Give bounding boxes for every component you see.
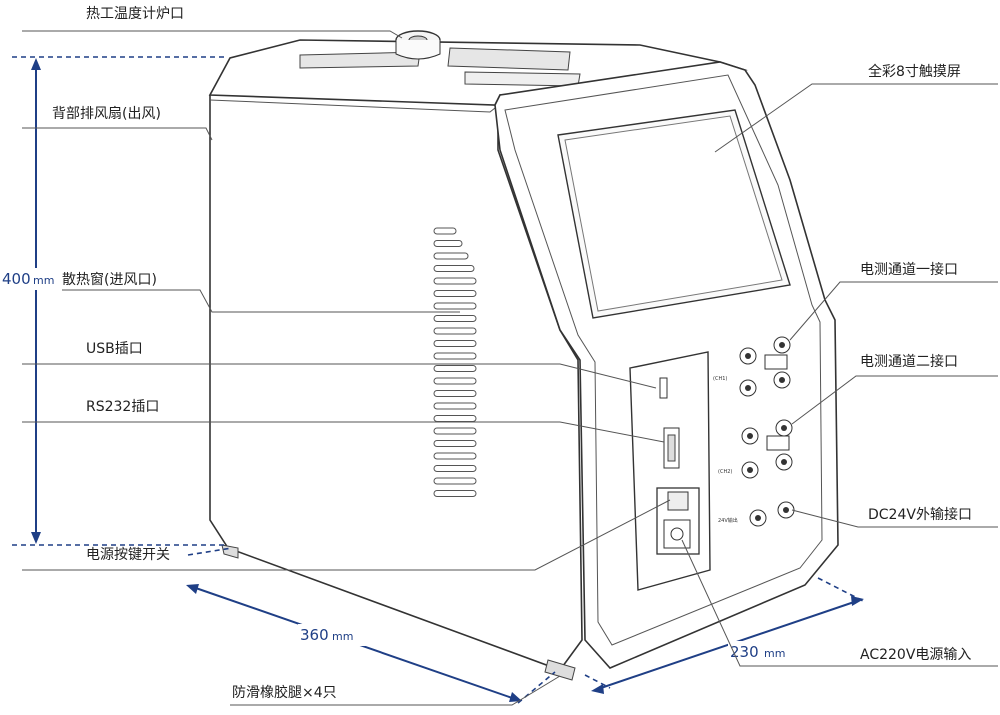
vent-slot	[433, 377, 477, 385]
thermal-port	[395, 30, 441, 60]
width-dimension-unit: mm	[764, 647, 785, 660]
usb-port	[659, 377, 668, 399]
panel-label-dc: 24V输出	[718, 517, 738, 524]
vent-slot	[433, 240, 463, 247]
callout-ac220v: AC220V电源输入	[681, 539, 998, 667]
vent-slot	[433, 427, 477, 435]
callout-thermal-port: 热工温度计炉口	[22, 6, 403, 39]
device-body: (CH1) (CH2) 24V输出	[208, 30, 839, 681]
channel1-jacks	[739, 336, 791, 397]
vent-slot	[433, 415, 477, 422]
vent-slot	[433, 390, 477, 397]
height-dimension-unit: mm	[33, 274, 54, 287]
dimension-width: 230 mm	[584, 577, 866, 694]
callout-rs232: RS232插口	[22, 399, 665, 443]
dc24v-jacks	[749, 501, 795, 527]
callout-dc24v: DC24V外输接口	[791, 506, 998, 528]
dimension-height: 400 mm	[0, 56, 225, 546]
touch-screen	[557, 109, 791, 319]
vent-slot	[433, 477, 477, 485]
callout-rear-fan: 背部排风扇(出风)	[22, 106, 213, 141]
vent-slot	[433, 465, 477, 472]
vent-slot	[433, 327, 477, 335]
label-ac220v: AC220V电源输入	[860, 647, 971, 663]
length-dimension-unit: mm	[332, 630, 353, 643]
vent-slot	[433, 277, 477, 285]
power-module	[656, 487, 700, 555]
label-power-switch: 电源按键开关	[86, 547, 170, 563]
callout-usb: USB插口	[22, 341, 657, 389]
callout-rubber-feet: 防滑橡胶腿×4只	[230, 675, 561, 706]
label-channel2: 电测通道二接口	[860, 353, 958, 370]
label-channel1: 电测通道一接口	[860, 261, 958, 278]
foot-front	[544, 659, 576, 681]
label-rear-fan: 背部排风扇(出风)	[52, 106, 161, 122]
height-dimension-value: 400	[2, 270, 31, 288]
label-thermal-port: 热工温度计炉口	[86, 6, 184, 22]
vent-slot	[433, 340, 477, 347]
callout-channel1: 电测通道一接口	[789, 261, 998, 341]
panel-label-ch1: (CH1)	[713, 376, 727, 382]
panel-label-ch2: (CH2)	[718, 469, 732, 475]
rs232-port	[663, 427, 680, 469]
callout-heat-vent: 散热窗(进风口)	[62, 271, 460, 313]
side-vent-slots	[433, 227, 477, 497]
vent-slot	[433, 452, 477, 460]
label-touch-screen: 全彩8寸触摸屏	[868, 63, 961, 80]
dimension-length: 360 mm	[186, 547, 556, 704]
top-vent-right	[447, 47, 571, 71]
channel2-jacks	[741, 419, 793, 479]
callout-touch-screen: 全彩8寸触摸屏	[714, 63, 998, 153]
vent-slot	[433, 302, 477, 310]
vent-slot	[433, 352, 477, 360]
callout-power-switch: 电源按键开关	[22, 499, 671, 571]
vent-slot	[433, 440, 477, 447]
vent-slot	[433, 365, 477, 372]
label-heat-vent: 散热窗(进风口)	[62, 271, 157, 288]
label-rs232: RS232插口	[86, 399, 159, 415]
width-dimension-value: 230	[730, 643, 759, 661]
vent-slot	[433, 290, 477, 297]
top-vent-left	[299, 51, 421, 69]
vent-slot	[433, 402, 477, 410]
label-dc24v: DC24V外输接口	[868, 506, 972, 523]
vent-slot	[433, 265, 475, 272]
vent-slot	[433, 490, 477, 497]
vent-slot	[433, 227, 457, 235]
vent-slot	[433, 252, 469, 260]
label-usb: USB插口	[86, 341, 143, 357]
callout-channel2: 电测通道二接口	[791, 353, 998, 425]
label-rubber-feet: 防滑橡胶腿×4只	[232, 684, 337, 701]
length-dimension-value: 360	[300, 626, 329, 644]
vent-slot	[433, 315, 477, 322]
